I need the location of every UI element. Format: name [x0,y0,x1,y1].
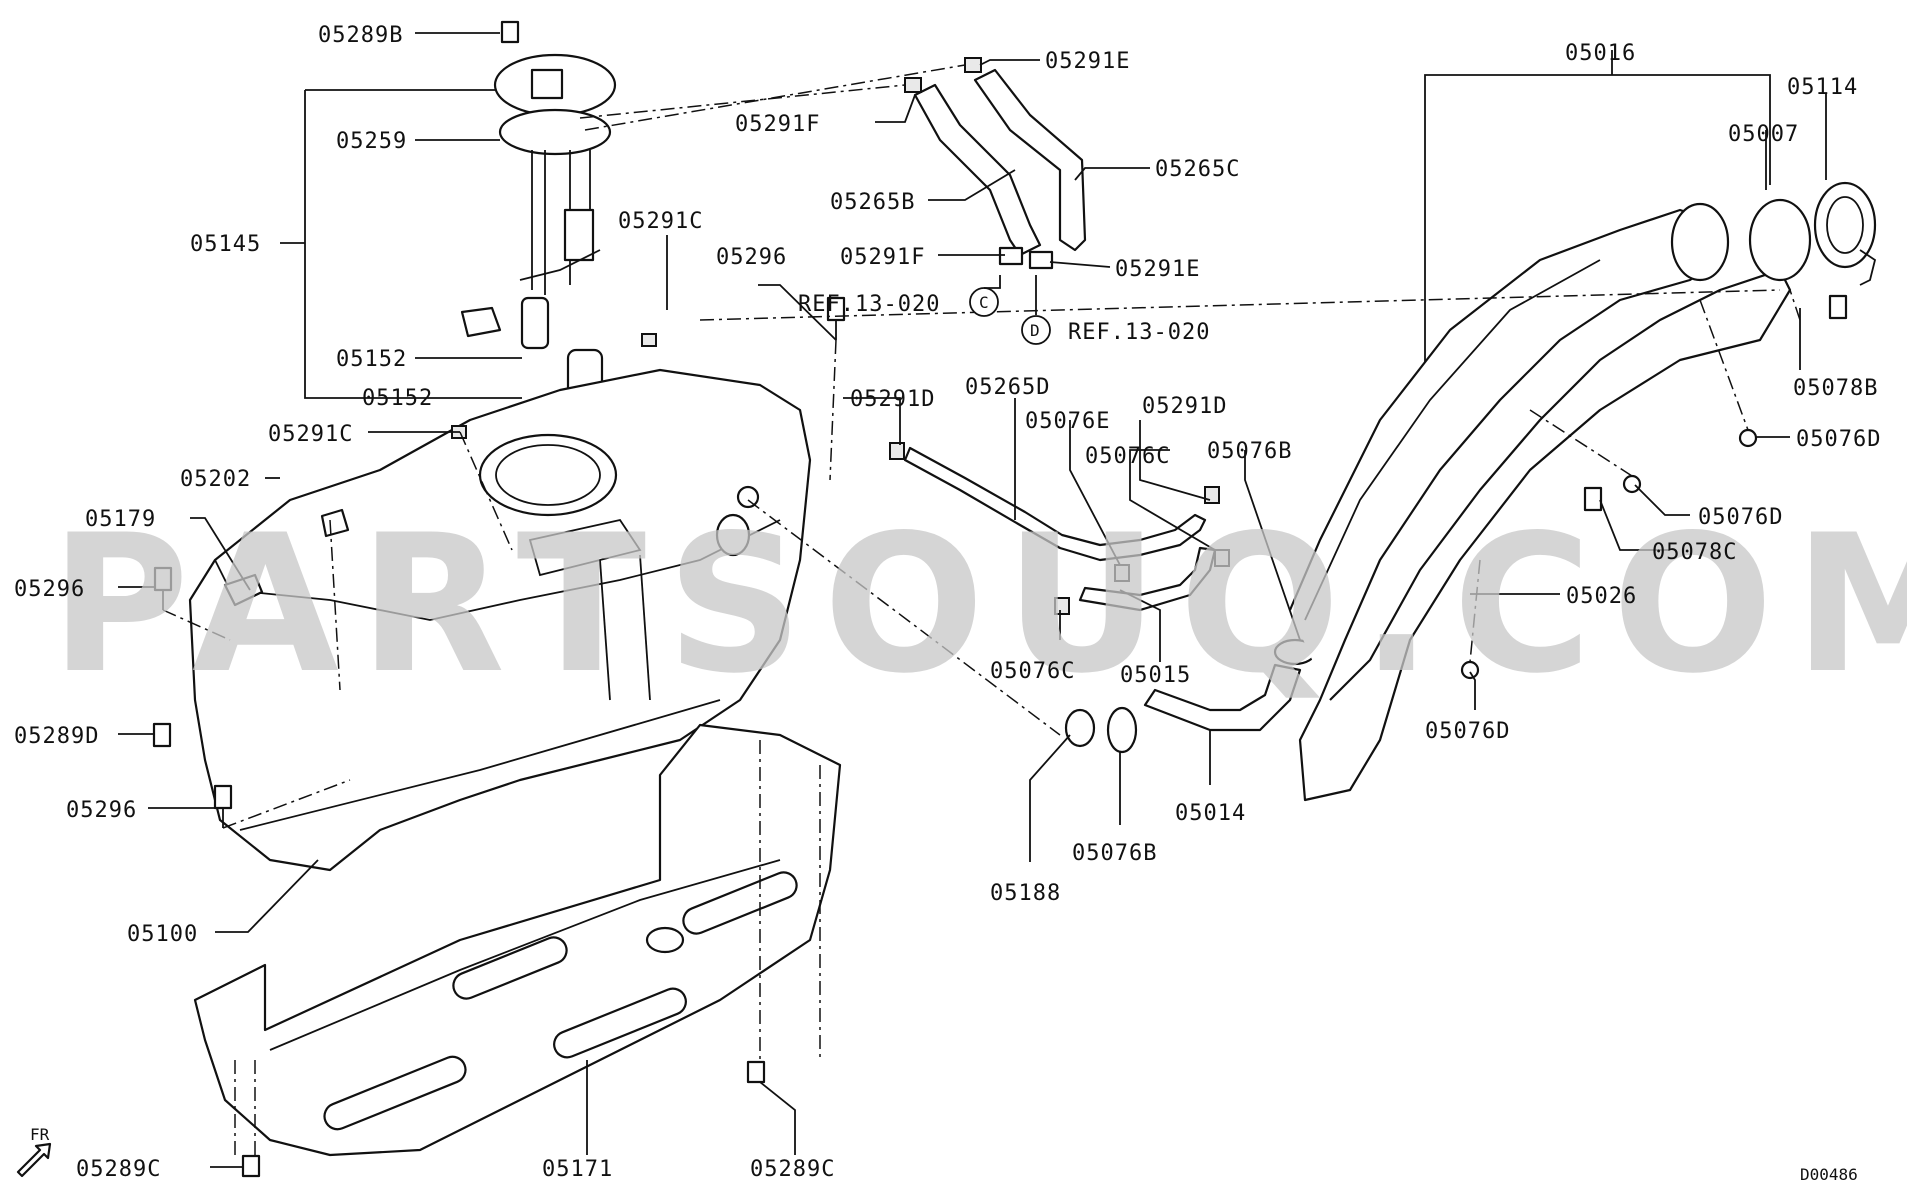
ref-c-label[interactable]: REF.13-020 [798,292,940,317]
label-05016[interactable]: 05016 [1565,41,1636,66]
clamp-05076b [1106,706,1138,754]
label-05291f-a[interactable]: 05291F [735,112,820,137]
label-05014[interactable]: 05014 [1175,801,1246,826]
label-05259[interactable]: 05259 [336,129,407,154]
label-05076d-c[interactable]: 05076D [1425,719,1510,744]
clamp-05188 [1064,708,1096,748]
label-05291c-mid[interactable]: 05291C [268,422,353,447]
label-05289c-b[interactable]: 05289C [76,1157,161,1182]
hose-05015 [1078,546,1217,612]
label-05289c-a[interactable]: 05289C [750,1157,835,1182]
ref-d-letter: D [1030,321,1040,340]
label-05152-b[interactable]: 05152 [362,386,433,411]
label-05291e-b[interactable]: 05291E [1115,257,1200,282]
label-05078b[interactable]: 05078B [1793,376,1878,401]
bolts [152,20,1848,1178]
ref-c-letter: C [979,293,989,312]
vent-hoses [913,68,1087,270]
fuel-cap [1813,181,1877,286]
watermark: PARTSOUQ.COM [50,494,1907,715]
label-05152-a[interactable]: 05152 [336,347,407,372]
fuel-pump-module [460,53,617,407]
label-05171[interactable]: 05171 [542,1157,613,1182]
label-05296-low[interactable]: 05296 [66,798,137,823]
fuel-tank [188,368,812,872]
diagram-code: D00486 [1800,1165,1858,1184]
label-05076d-a[interactable]: 05076D [1796,427,1881,452]
leader-lines [118,32,1827,1168]
part-labels: 05289B 05259 05145 05152 05152 05291C 05… [14,23,1881,1184]
front-arrow-icon [16,1142,52,1178]
hose-05014 [1143,663,1302,732]
label-05296-left[interactable]: 05296 [14,577,85,602]
label-05026[interactable]: 05026 [1566,584,1637,609]
front-marker: FR [30,1125,50,1144]
label-05265d[interactable]: 05265D [965,375,1050,400]
label-05007[interactable]: 05007 [1728,122,1799,147]
label-05076d-b[interactable]: 05076D [1698,505,1783,530]
label-05291d-a[interactable]: 05291D [850,387,935,412]
label-05076b-a[interactable]: 05076B [1207,439,1292,464]
label-05291e-a[interactable]: 05291E [1045,49,1130,74]
label-05289b[interactable]: 05289B [318,23,403,48]
label-05289d[interactable]: 05289D [14,724,99,749]
label-05265b[interactable]: 05265B [830,190,915,215]
label-05076b-b[interactable]: 05076B [1072,841,1157,866]
label-05100[interactable]: 05100 [127,922,198,947]
label-05179[interactable]: 05179 [85,507,156,532]
label-05291d-b[interactable]: 05291D [1142,394,1227,419]
ref-d-label[interactable]: REF.13-020 [1068,320,1210,345]
label-05078c[interactable]: 05078C [1652,540,1737,565]
label-05145[interactable]: 05145 [190,232,261,257]
label-05114[interactable]: 05114 [1787,75,1858,100]
filler-neck [1288,198,1812,802]
label-05265c[interactable]: 05265C [1155,157,1240,182]
label-05076c-a[interactable]: 05076C [1085,444,1170,469]
label-05188[interactable]: 05188 [990,881,1061,906]
label-05296-top[interactable]: 05296 [716,245,787,270]
label-05076c-b[interactable]: 05076C [990,659,1075,684]
label-05291f-b[interactable]: 05291F [840,245,925,270]
ref-d-circle [1021,315,1051,345]
label-05202[interactable]: 05202 [180,467,251,492]
skid-plate [193,723,842,1157]
label-05076e[interactable]: 05076E [1025,409,1110,434]
label-05015[interactable]: 05015 [1120,663,1191,688]
label-05291c-top[interactable]: 05291C [618,209,703,234]
